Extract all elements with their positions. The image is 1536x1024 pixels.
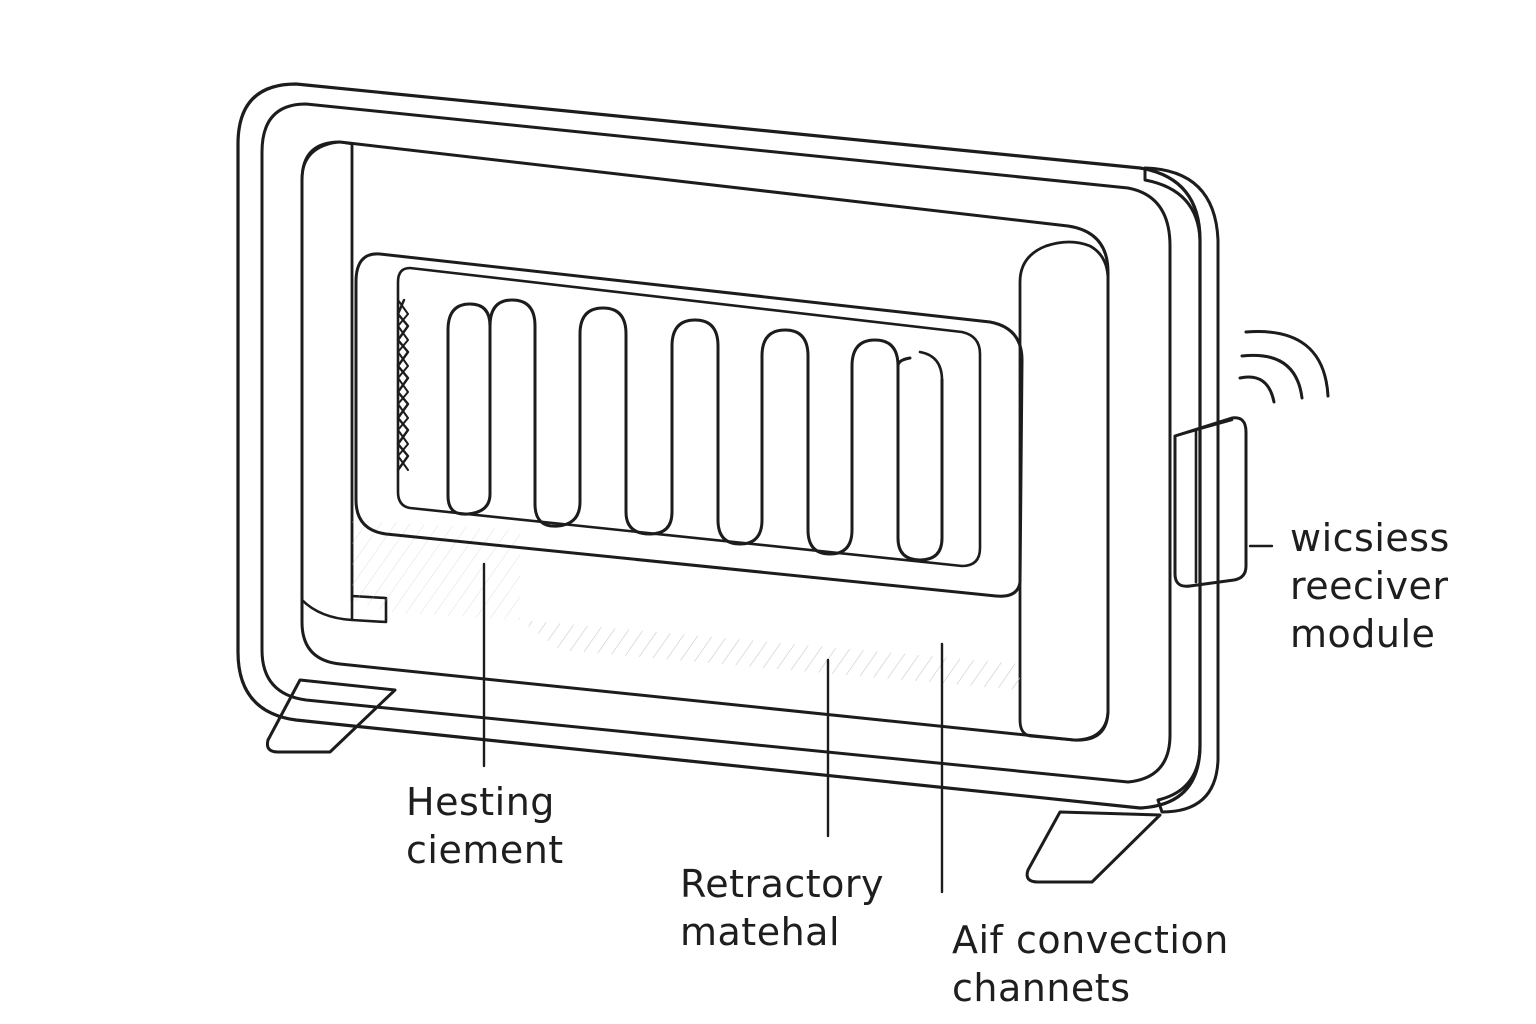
receiver-module — [1175, 418, 1246, 586]
label-receiver-line3: module — [1290, 610, 1450, 658]
label-receiver-line2: reeciver — [1290, 562, 1450, 610]
floor-shading — [352, 520, 1020, 690]
label-air-convection-line1: Aif convection — [952, 916, 1229, 964]
right-foot — [1027, 812, 1160, 882]
right-inner-wall — [1020, 242, 1108, 740]
left-foot — [267, 680, 395, 752]
label-heating-element-line2: ciement — [406, 826, 564, 874]
twisted-wire — [398, 300, 408, 470]
label-refractory-line1: Retractory — [680, 860, 884, 908]
label-receiver-line1: wicsiess — [1290, 514, 1450, 562]
label-refractory-material: Retractory matehal — [680, 860, 884, 956]
label-air-convection: Aif convection channets — [952, 916, 1229, 1012]
label-air-convection-line2: channets — [952, 964, 1229, 1012]
label-heating-element-line1: Hesting — [406, 778, 564, 826]
label-heating-element: Hesting ciement — [406, 778, 564, 874]
label-wireless-receiver: wicsiess reeciver module — [1290, 514, 1450, 658]
frame-side — [1145, 168, 1218, 812]
label-refractory-line2: matehal — [680, 908, 884, 956]
wireless-signal-icon — [1240, 332, 1328, 402]
